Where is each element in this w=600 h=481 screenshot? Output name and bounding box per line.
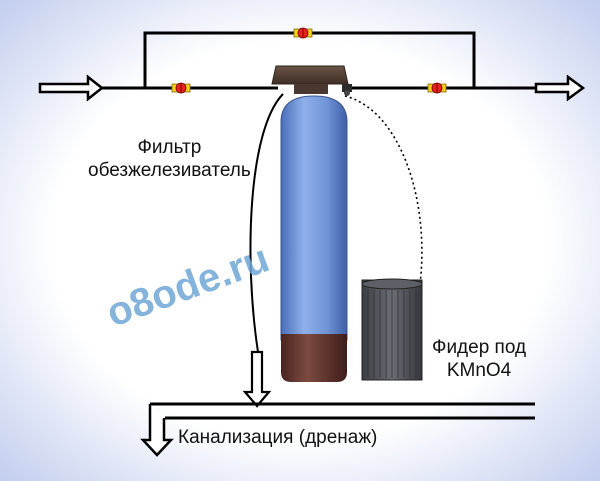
feeder-tube: [344, 95, 423, 285]
inlet-arrow-icon: [38, 74, 105, 102]
valve-icon: [171, 82, 191, 94]
drain-arrow-icon: [242, 350, 272, 408]
feeder-tank: [361, 278, 423, 381]
feeder-label: Фидер под KMnO4: [432, 336, 526, 382]
sewer-pipe: [150, 402, 535, 420]
drain-label: Канализация (дренаж): [178, 427, 378, 448]
filter-label-line2: обезжелезиватель: [88, 160, 251, 181]
filter-label-line1: Фильтр: [137, 137, 202, 158]
valve-icon: [293, 27, 313, 39]
control-valve-head: [271, 65, 352, 96]
outlet-arrow-icon: [534, 74, 586, 102]
feeder-label-line1: Фидер под: [432, 337, 527, 358]
feeder-label-line2: KMnO4: [446, 360, 512, 381]
drain-hose: [249, 93, 284, 353]
tank-base: [281, 334, 347, 382]
filter-label: Фильтр обезжелезиватель: [88, 136, 251, 182]
drain-arrow-icon: [140, 404, 174, 457]
valve-icon: [427, 82, 447, 94]
tank-body: [280, 95, 348, 341]
filter-tank: [271, 65, 352, 382]
